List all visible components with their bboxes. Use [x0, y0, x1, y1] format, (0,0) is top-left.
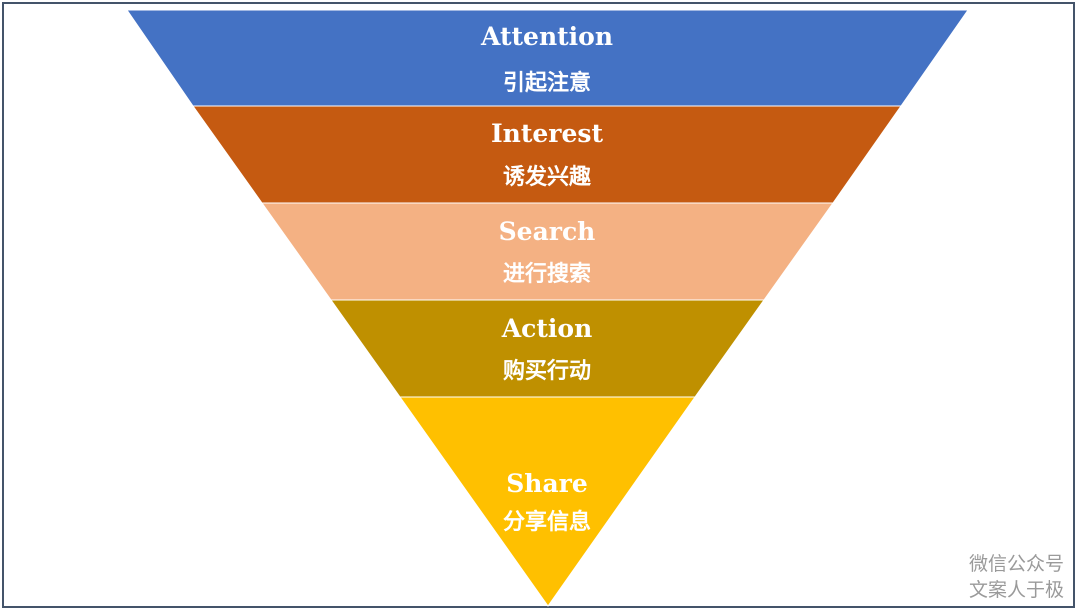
watermark-line-2: 文案人于极 — [968, 579, 1064, 601]
funnel-stage-search: Search 进行搜索 — [261, 202, 834, 301]
funnel-stage-action: Action 购买行动 — [330, 299, 765, 398]
funnel-stage-share: Share 分享信息 — [399, 396, 696, 607]
stage-label-zh: 购买行动 — [503, 358, 591, 384]
stage-label-zh: 分享信息 — [503, 509, 591, 535]
stage-label-zh: 进行搜索 — [503, 261, 591, 287]
stage-label-zh: 引起注意 — [503, 70, 591, 96]
funnel-band-share — [399, 396, 696, 607]
stage-label-en: Action — [501, 314, 593, 343]
funnel-stage-attention: Attention 引起注意 — [126, 9, 969, 107]
watermark-line-1: 微信公众号 — [968, 553, 1064, 575]
stage-label-en: Search — [499, 217, 596, 246]
watermark: 微信公众号 文案人于极 — [969, 551, 1064, 603]
stage-label-en: Interest — [491, 119, 603, 148]
stage-label-en: Share — [506, 469, 588, 498]
stage-label-en: Attention — [480, 22, 613, 51]
stage-label-zh: 诱发兴趣 — [503, 164, 591, 190]
funnel-stage-interest: Interest 诱发兴趣 — [192, 105, 902, 204]
